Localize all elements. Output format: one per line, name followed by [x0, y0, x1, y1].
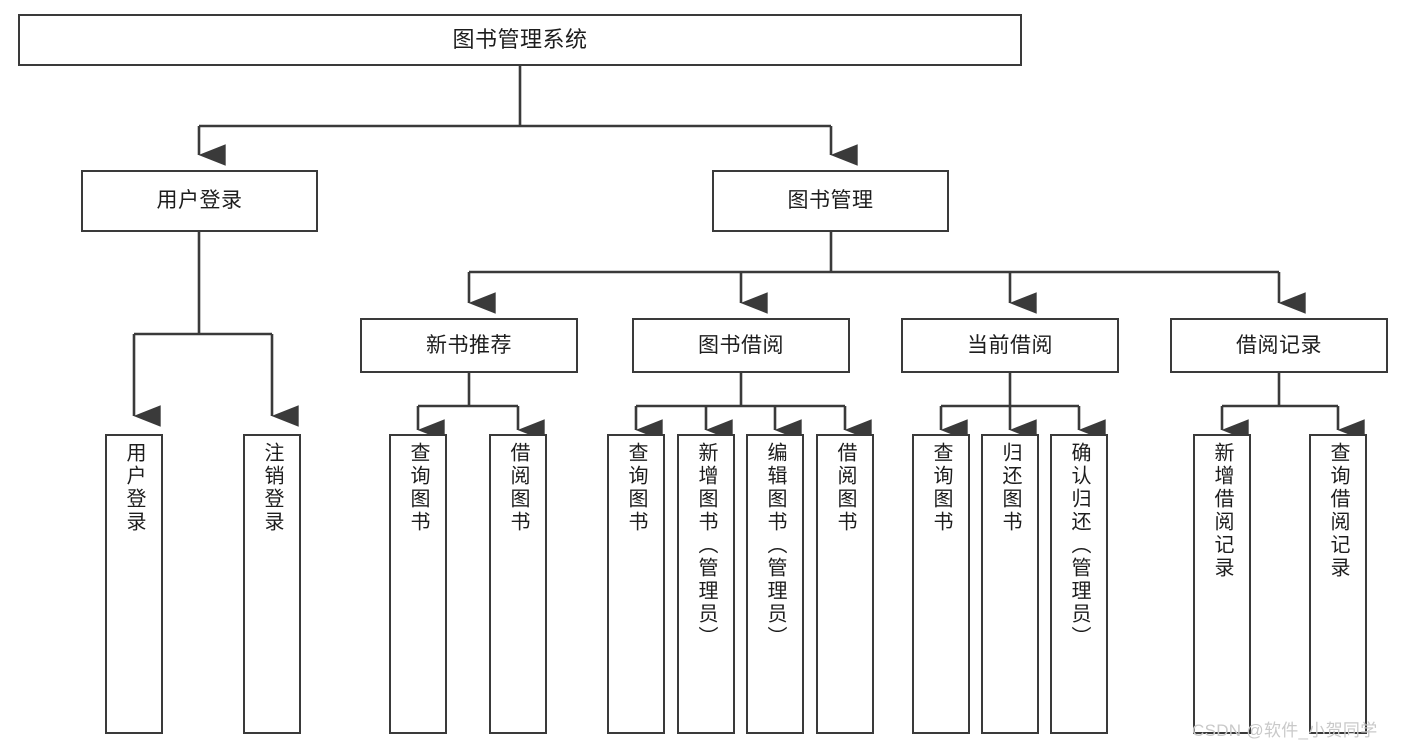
node-label: 用户登录: [156, 189, 243, 213]
node-label: 借阅图书: [507, 442, 529, 534]
node-leaf-user-login[interactable]: 用户登录: [105, 434, 163, 734]
node-label: 用户登录: [123, 442, 145, 534]
node-label: 图书借阅: [698, 333, 784, 357]
node-label: 图书管理系统: [452, 26, 588, 52]
node-leaf-return-book[interactable]: 归还图书: [981, 434, 1039, 734]
node-label: 图书管理: [787, 189, 874, 213]
node-book-manage[interactable]: 图书管理: [712, 170, 949, 232]
node-label: 查询图书: [930, 442, 952, 534]
node-root-system[interactable]: 图书管理系统: [18, 14, 1022, 66]
node-label: 新书推荐: [426, 333, 512, 357]
node-leaf-add-record[interactable]: 新增借阅记录: [1193, 434, 1251, 734]
node-label: 查询图书: [625, 442, 647, 534]
node-leaf-borrow-book-2[interactable]: 借阅图书: [816, 434, 874, 734]
node-book-borrow[interactable]: 图书借阅: [632, 318, 850, 373]
node-label: 借阅图书: [834, 442, 856, 534]
node-label: 查询借阅记录: [1327, 442, 1349, 580]
node-leaf-add-book[interactable]: 新增图书（管理员）: [677, 434, 735, 734]
node-label: 借阅记录: [1236, 333, 1322, 357]
node-label: 注销登录: [261, 442, 283, 534]
node-label: 查询图书: [407, 442, 429, 534]
node-leaf-query-book-3[interactable]: 查询图书: [912, 434, 970, 734]
node-new-book-recommend[interactable]: 新书推荐: [360, 318, 578, 373]
node-leaf-query-book-2[interactable]: 查询图书: [607, 434, 665, 734]
node-leaf-query-record[interactable]: 查询借阅记录: [1309, 434, 1367, 734]
node-current-borrow[interactable]: 当前借阅: [901, 318, 1119, 373]
node-leaf-confirm-return[interactable]: 确认归还（管理员）: [1050, 434, 1108, 734]
node-user-login[interactable]: 用户登录: [81, 170, 318, 232]
node-leaf-query-book-1[interactable]: 查询图书: [389, 434, 447, 734]
node-label: 确认归还（管理员）: [1068, 442, 1090, 649]
csdn-watermark: CSDN @软件_小贺同学: [1192, 721, 1378, 740]
node-leaf-borrow-book-1[interactable]: 借阅图书: [489, 434, 547, 734]
node-label: 新增借阅记录: [1211, 442, 1233, 580]
node-leaf-edit-book[interactable]: 编辑图书（管理员）: [746, 434, 804, 734]
node-borrow-record[interactable]: 借阅记录: [1170, 318, 1388, 373]
node-label: 当前借阅: [967, 333, 1053, 357]
node-leaf-logout-login[interactable]: 注销登录: [243, 434, 301, 734]
node-label: 编辑图书（管理员）: [764, 442, 786, 649]
node-label: 新增图书（管理员）: [695, 442, 717, 649]
node-label: 归还图书: [999, 442, 1021, 534]
